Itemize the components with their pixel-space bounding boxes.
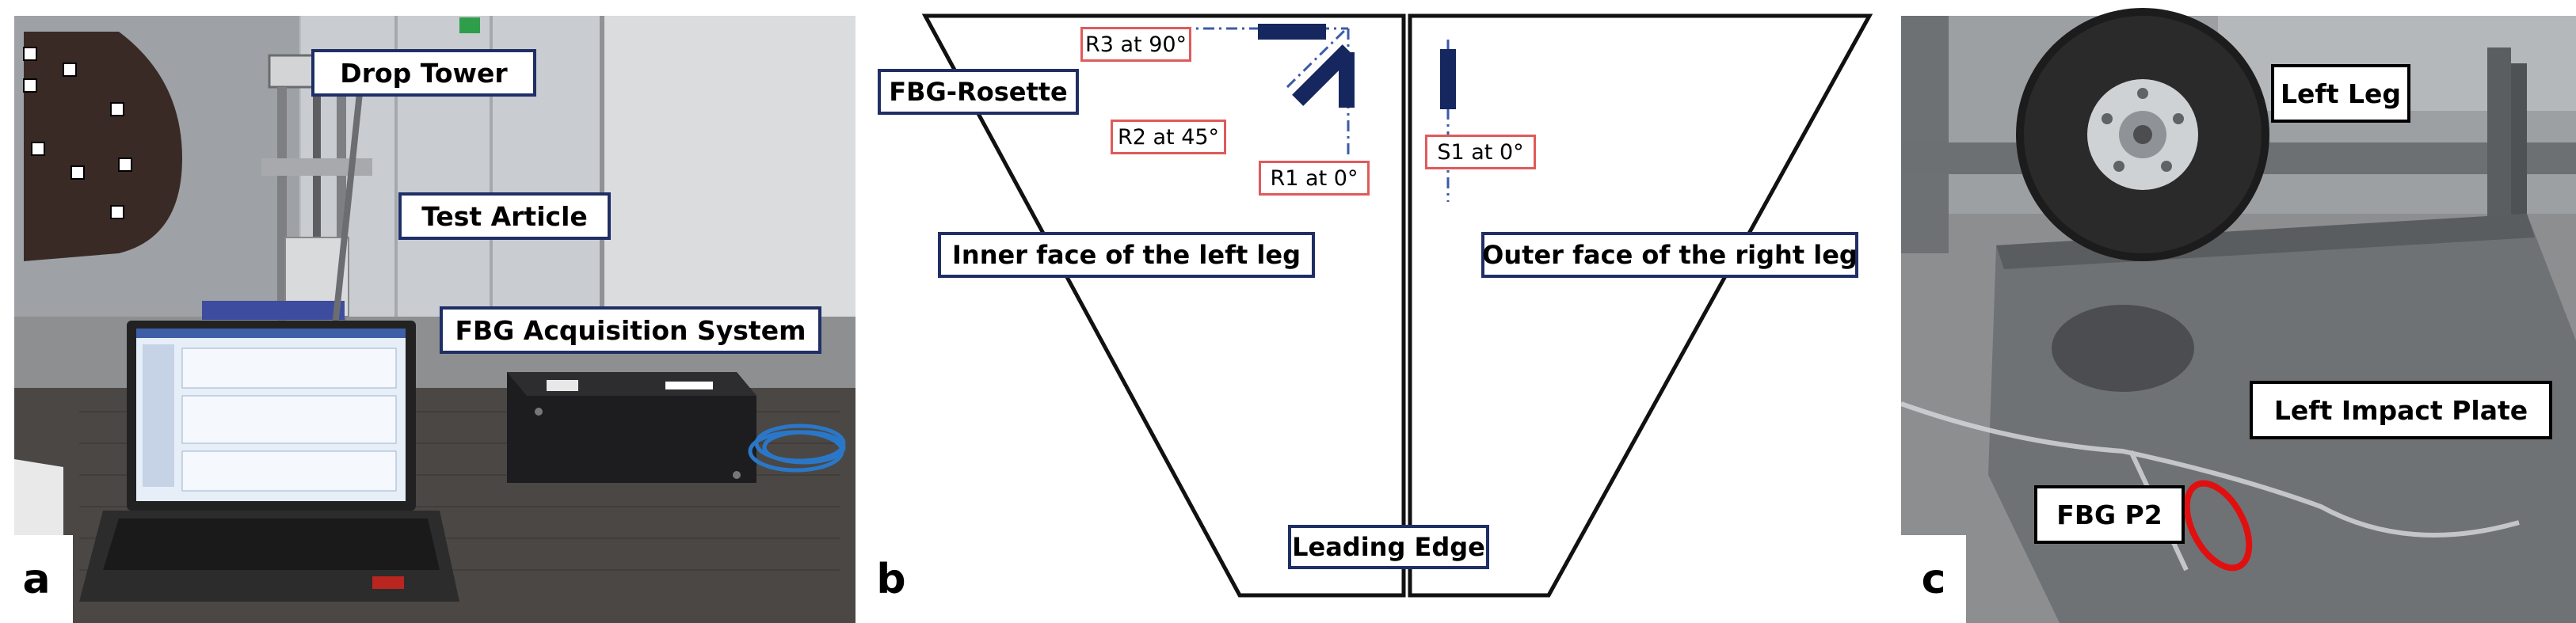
label-fbg-rosette: FBG-Rosette xyxy=(878,69,1079,115)
cylinder-fixture xyxy=(24,32,182,261)
fiber-cable xyxy=(748,424,846,473)
panel-letter-a: a xyxy=(0,535,73,623)
sensor-s1 xyxy=(1440,49,1456,109)
label-test-article: Test Article xyxy=(398,192,611,240)
laptop xyxy=(79,321,459,602)
label-fbg-acquisition-system: FBG Acquisition System xyxy=(440,306,821,354)
right-leg-outline xyxy=(1408,13,1873,598)
panel-letter-c: c xyxy=(1901,535,1966,623)
panel-a-scene xyxy=(14,16,855,623)
label-r1-0: R1 at 0° xyxy=(1259,161,1370,196)
label-fbg-p2: FBG P2 xyxy=(2034,485,2185,544)
wheel xyxy=(2016,8,2269,261)
label-outer-face-right-leg: Outer face of the right leg xyxy=(1481,232,1858,278)
label-inner-face-left-leg: Inner face of the left leg xyxy=(938,232,1315,278)
panel-c-scene xyxy=(1901,0,2576,623)
label-drop-tower: Drop Tower xyxy=(311,49,536,97)
panel-c-photo: Left Leg Left Impact Plate FBG P2 c xyxy=(1901,0,2576,623)
label-left-impact-plate: Left Impact Plate xyxy=(2250,381,2552,439)
label-s1-0: S1 at 0° xyxy=(1425,135,1536,169)
label-leading-edge: Leading Edge xyxy=(1288,525,1489,569)
sensor-r2 xyxy=(1292,44,1354,106)
label-r2-45: R2 at 45° xyxy=(1111,120,1226,154)
panel-letter-b: b xyxy=(855,535,927,623)
label-left-leg: Left Leg xyxy=(2271,64,2410,123)
fbg-acquisition-box xyxy=(507,372,756,483)
panel-a-photo: Drop Tower Test Article FBG Acquisition … xyxy=(0,0,855,623)
label-r3-90: R3 at 90° xyxy=(1080,27,1191,62)
fbg-p2-highlight xyxy=(2183,480,2253,572)
sensor-r3 xyxy=(1258,24,1326,40)
panel-b-diagram: R3 at 90° FBG-Rosette R2 at 45° S1 at 0°… xyxy=(855,0,1901,623)
exit-sign xyxy=(459,17,480,33)
